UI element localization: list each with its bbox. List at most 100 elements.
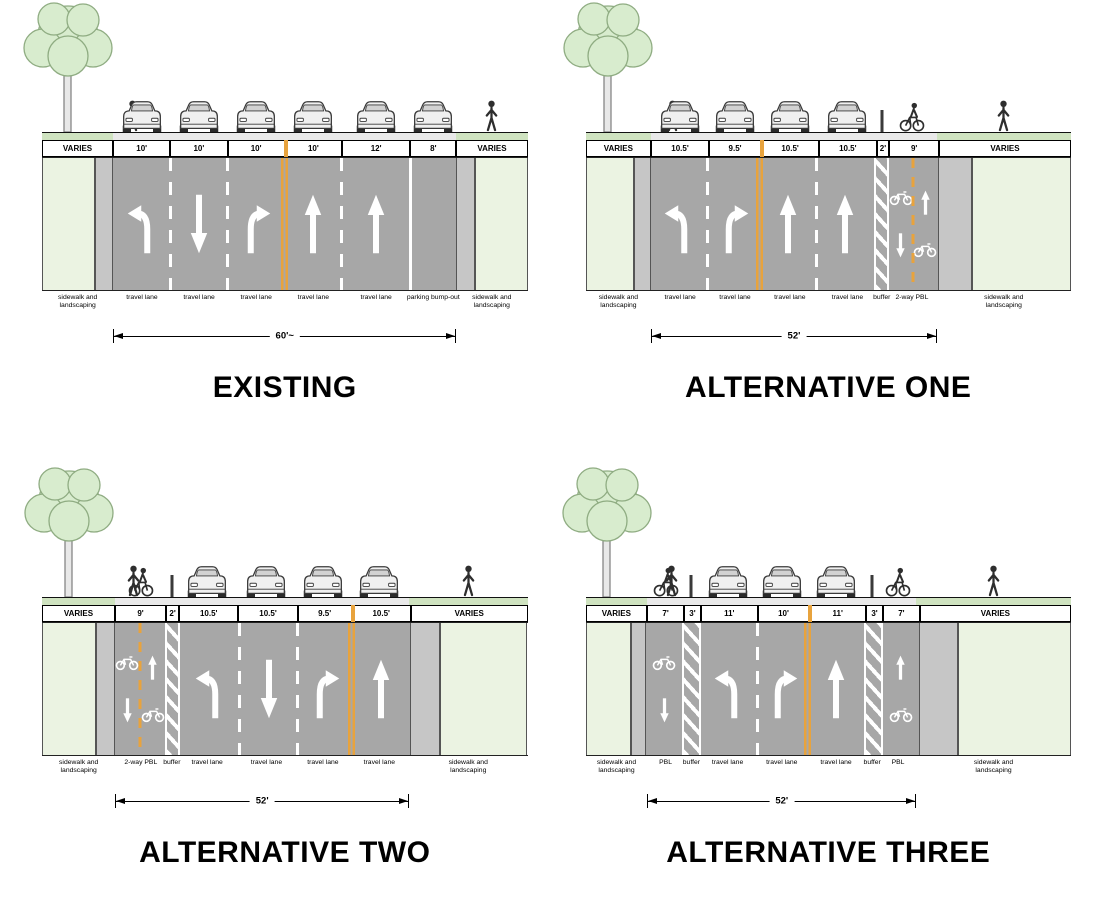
- segment-label-cell: sidewalk and landscaping: [409, 756, 528, 786]
- diagram-title: ALTERNATIVE THREE: [666, 836, 991, 869]
- center-line: [756, 158, 764, 290]
- dimension-cell: 10': [283, 140, 342, 157]
- buffer-section: [863, 623, 884, 755]
- dimension-label: 10.5': [259, 609, 277, 618]
- surface-buffer: [166, 597, 178, 605]
- segment-label: sidewalk and landscaping: [973, 759, 1014, 775]
- dimension-label: 9': [137, 609, 144, 618]
- dimension-cell: 12': [341, 140, 411, 157]
- bike-arrow-up-icon: [146, 655, 159, 681]
- bike-arrow-down-icon: [658, 697, 671, 723]
- dimension-cell: VARIES: [42, 605, 115, 622]
- dimension-spacer-right: [916, 788, 1071, 814]
- segment-label: travel lane: [664, 294, 696, 301]
- post-icon: [687, 575, 695, 597]
- segment-label: travel lane: [363, 759, 396, 766]
- surface-travel: [170, 132, 228, 140]
- segment-label-cell: travel lane: [761, 291, 819, 321]
- car-icon: [353, 99, 399, 132]
- dimension-label: 2': [879, 144, 887, 153]
- icons-over-travel: [342, 36, 411, 132]
- dimension-label: 12': [370, 144, 382, 153]
- surface-travel: [296, 597, 350, 605]
- dimension-label: 3': [689, 609, 696, 618]
- travel-section: [237, 623, 298, 755]
- segment-label-cell: PBL: [647, 756, 683, 786]
- sidewalk-section: [409, 623, 528, 755]
- car-icon: [290, 99, 336, 132]
- lane-arrow-turn-left: [180, 623, 239, 755]
- icons-over-travel: [808, 501, 865, 597]
- surface-travel: [177, 597, 237, 605]
- dimension-label: VARIES: [454, 609, 484, 618]
- pbl-center-line: [138, 623, 142, 755]
- dimension-label: 10.5': [372, 609, 390, 618]
- road-cross-section: [42, 622, 528, 756]
- dimension-cell: VARIES: [42, 140, 114, 157]
- travel-section: [755, 623, 808, 755]
- segment-label-cell: sidewalk and landscaping: [42, 291, 113, 321]
- surface-sidewalk: [936, 132, 1072, 140]
- icons-over-travel: [296, 501, 350, 597]
- dimension-label: 10.5': [199, 609, 218, 618]
- icons-over-travel: [819, 36, 877, 132]
- segment-label-cell: buffer: [873, 291, 890, 321]
- segment-label: sidewalk and landscaping: [58, 294, 98, 310]
- centerline-tick: [760, 140, 765, 157]
- cyclist-icon: [885, 566, 911, 597]
- dimension-cell: 10.5': [760, 140, 819, 157]
- segment-label-cell: travel lane: [756, 756, 808, 786]
- surface-pbl_up: [879, 597, 917, 605]
- lane-arrow-up: [285, 158, 342, 290]
- dimension-cell: 9.5': [708, 140, 762, 157]
- road-cross-section: [585, 157, 1071, 291]
- segment-label-cell: travel lane: [237, 756, 296, 786]
- segment-label: sidewalk and landscaping: [472, 294, 512, 310]
- icons-over-pbl2: [115, 501, 166, 597]
- dimension-spacer-left: [586, 788, 648, 814]
- lane-line: [237, 623, 241, 755]
- dimension-label: VARIES: [990, 144, 1020, 153]
- parking-section: [408, 158, 457, 290]
- dimension-cell: 10.5': [350, 605, 411, 622]
- dimension-label: 7': [662, 609, 669, 618]
- dimension-arrow-left: [114, 333, 124, 339]
- dimension-cell: 11': [700, 605, 758, 622]
- bike-marking-icon: [913, 242, 937, 258]
- bike-arrow-down-icon: [121, 697, 134, 723]
- dimension-arrow-left: [652, 333, 662, 339]
- total-dimension: 52': [586, 323, 1072, 349]
- travel-section: [706, 158, 760, 290]
- cyclist-icon: [128, 566, 154, 597]
- surface-buffer: [864, 597, 880, 605]
- icons-over-sidewalk: [916, 501, 1071, 597]
- lane-arrow-up: [808, 623, 864, 755]
- dimension-cell: VARIES: [939, 140, 1071, 157]
- icons-over-buffer: [876, 36, 887, 132]
- icon-strip: [563, 2, 1072, 133]
- dimension-line: 52': [651, 323, 937, 349]
- sidewalk-surface: [440, 623, 528, 755]
- segment-label-cell: travel lane: [228, 291, 285, 321]
- segment-label-cell: 2-way PBL: [115, 756, 166, 786]
- dimension-cell: VARIES: [410, 605, 528, 622]
- dimension-label: 7': [898, 609, 905, 618]
- segment-label: sidewalk and landscaping: [598, 294, 639, 310]
- travel-section: [281, 158, 342, 290]
- pbl2-section: [888, 158, 938, 290]
- segment-label: travel lane: [191, 759, 223, 766]
- dimension-label: 10': [136, 144, 148, 153]
- dimension-line: 52': [115, 788, 409, 814]
- surface-sidewalk: [456, 132, 528, 140]
- surface-travel: [341, 132, 411, 140]
- dimension-label: VARIES: [603, 144, 633, 153]
- landscaping-strip: [630, 623, 647, 755]
- segment-label-cell: sidewalk and landscaping: [916, 756, 1071, 786]
- sidewalk-section: [42, 158, 114, 290]
- bike-arrow-up-icon: [894, 655, 907, 681]
- travel-section: [701, 623, 758, 755]
